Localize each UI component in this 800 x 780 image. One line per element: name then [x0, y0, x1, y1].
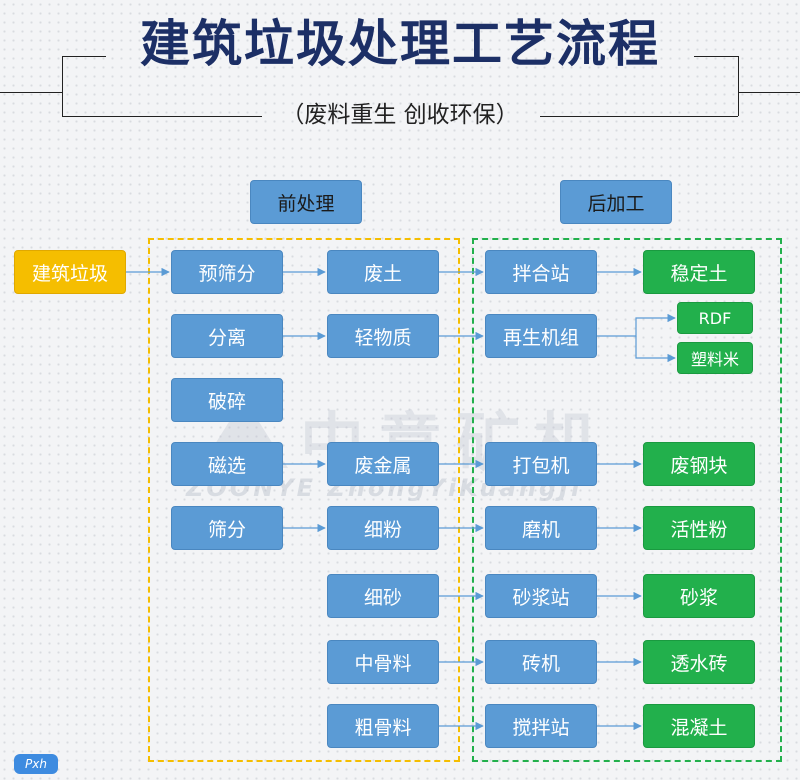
header-post-processing: 后加工 — [560, 180, 672, 224]
source-node: 建筑垃圾 — [14, 250, 126, 294]
post-processing-frame — [472, 238, 782, 762]
pre-processing-frame — [148, 238, 460, 762]
product-node: 砂浆 — [643, 574, 755, 618]
title-deco-left-bottom — [62, 116, 262, 117]
title-deco-right-vert — [738, 56, 739, 116]
title-deco-left — [0, 92, 62, 93]
pre-node: 预筛分 — [171, 250, 283, 294]
post-node: 拌合站 — [485, 250, 597, 294]
title-deco-left-vert — [62, 56, 63, 116]
product-node: 稳定土 — [643, 250, 755, 294]
intermediate-node: 中骨料 — [327, 640, 439, 684]
page-subtitle: （废料重生 创收环保） — [281, 102, 519, 128]
product-node: 废钢块 — [643, 442, 755, 486]
intermediate-node: 细砂 — [327, 574, 439, 618]
intermediate-node: 废土 — [327, 250, 439, 294]
post-node: 砂浆站 — [485, 574, 597, 618]
product-node: RDF — [677, 302, 753, 334]
pre-node: 磁选 — [171, 442, 283, 486]
arrow — [597, 313, 676, 337]
post-node: 搅拌站 — [485, 704, 597, 748]
arrow — [635, 336, 676, 363]
title-deco-right-top — [694, 56, 738, 57]
corner-badge: Pxh — [14, 754, 58, 774]
pre-node: 分离 — [171, 314, 283, 358]
title-deco-left-top — [62, 56, 106, 57]
intermediate-node: 粗骨料 — [327, 704, 439, 748]
pre-node: 筛分 — [171, 506, 283, 550]
post-node: 打包机 — [485, 442, 597, 486]
product-node: 透水砖 — [643, 640, 755, 684]
post-node: 再生机组 — [485, 314, 597, 358]
pre-node: 破碎 — [171, 378, 283, 422]
post-node: 磨机 — [485, 506, 597, 550]
header-pre-processing: 前处理 — [250, 180, 362, 224]
title-deco-right-bottom — [540, 116, 738, 117]
title-deco-right — [738, 92, 800, 93]
post-node: 砖机 — [485, 640, 597, 684]
product-node: 活性粉 — [643, 506, 755, 550]
intermediate-node: 废金属 — [327, 442, 439, 486]
page-title: 建筑垃圾处理工艺流程 — [140, 15, 660, 73]
product-node: 塑料米 — [677, 342, 753, 374]
intermediate-node: 轻物质 — [327, 314, 439, 358]
product-node: 混凝土 — [643, 704, 755, 748]
intermediate-node: 细粉 — [327, 506, 439, 550]
